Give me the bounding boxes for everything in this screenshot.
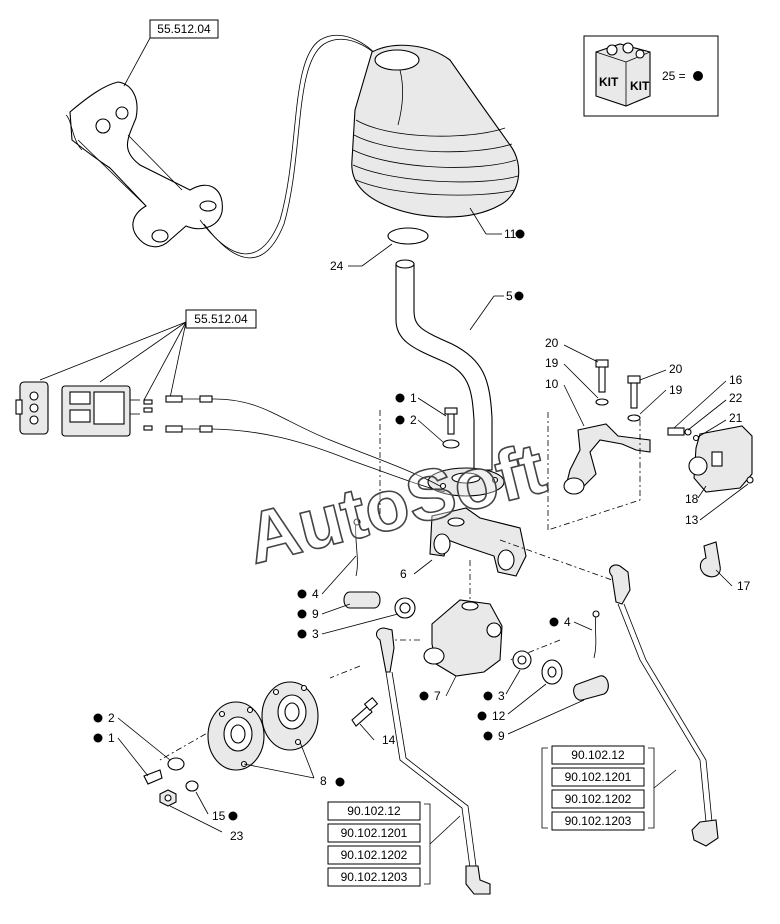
callout-13: 13	[685, 513, 699, 527]
callout-22: 22	[729, 391, 743, 405]
kit-dot-icon	[93, 713, 103, 723]
washer	[167, 757, 185, 771]
washer	[185, 780, 199, 792]
socket-connector	[61, 385, 140, 437]
control-rod-left	[375, 627, 491, 895]
pin	[573, 675, 609, 701]
ref-box[interactable]	[327, 801, 421, 821]
ref-group-bottom-right: 90.102.12 90.102.1201 90.102.1202 90.102…	[541, 745, 677, 831]
ref-bc-0[interactable]: 90.102.12	[347, 804, 401, 818]
sensor-bracket	[667, 425, 754, 493]
kit-dot-icon	[693, 71, 703, 81]
kit-label-top: KIT	[599, 75, 619, 89]
ref-bc-1[interactable]: 90.102.1201	[341, 826, 408, 840]
kit-dot-icon	[483, 691, 493, 701]
kit-legend: KIT KIT 25 =	[583, 35, 719, 117]
ref-box[interactable]	[327, 845, 421, 865]
callout-9a: 9	[312, 607, 319, 621]
kit-dot-icon	[549, 617, 559, 627]
plug-connector	[15, 381, 49, 435]
ref-group-bottom-center: 90.102.12 90.102.1201 90.102.1202 90.102…	[327, 801, 461, 887]
kit-dot-icon	[477, 711, 487, 721]
callout-24: 24	[330, 259, 344, 273]
flange-bearing	[207, 701, 265, 771]
callout-15: 15	[212, 809, 226, 823]
kit-dot-icon	[297, 609, 307, 619]
upper-yoke	[429, 507, 527, 577]
ref-box-mid-left[interactable]	[185, 309, 257, 329]
ref-top-left[interactable]: 55.512.04	[157, 22, 211, 36]
callout-20a: 20	[545, 336, 559, 350]
bolt	[143, 769, 163, 785]
lower-yoke	[423, 599, 503, 677]
callout-18: 18	[685, 492, 699, 506]
callout-7: 7	[434, 689, 441, 703]
ref-br-2[interactable]: 90.102.1202	[565, 792, 632, 806]
kit-dot-icon	[395, 393, 405, 403]
rubber-boot	[351, 44, 520, 218]
hose-clip	[699, 541, 721, 578]
kit-dot-icon	[514, 291, 524, 301]
kit-dot-icon	[419, 691, 429, 701]
callout-2b: 2	[108, 711, 115, 725]
harness-connector-top	[65, 81, 223, 248]
callout-17: 17	[737, 579, 751, 593]
callout-8: 8	[320, 774, 327, 788]
mounting-bracket	[563, 423, 651, 495]
callout-11: 11	[504, 227, 517, 241]
kit-label-right: KIT	[630, 79, 650, 93]
ref-box[interactable]	[327, 867, 421, 887]
callout-3a: 3	[312, 627, 319, 641]
ref-box[interactable]	[551, 789, 645, 809]
retaining-ring	[387, 227, 429, 245]
callout-21: 21	[729, 411, 743, 425]
kit-dot-icon	[297, 629, 307, 639]
pin	[343, 591, 381, 609]
callout-4b: 4	[564, 615, 571, 629]
callout-6: 6	[400, 567, 407, 581]
callout-9b: 9	[498, 729, 505, 743]
kit-dot-icon	[93, 733, 103, 743]
ref-box[interactable]	[327, 823, 421, 843]
callout-19a: 19	[545, 356, 559, 370]
ref-box-top-left[interactable]	[149, 19, 219, 39]
control-rod-right	[609, 564, 719, 847]
callout-14: 14	[382, 733, 396, 747]
ref-br-1[interactable]: 90.102.1201	[565, 770, 632, 784]
ref-br-3[interactable]: 90.102.1203	[565, 814, 632, 828]
callout-10: 10	[545, 377, 559, 391]
callout-2a: 2	[410, 413, 417, 427]
callout-4a: 4	[312, 587, 319, 601]
ref-box[interactable]	[551, 745, 645, 765]
control-lever	[395, 259, 505, 497]
ref-box[interactable]	[551, 767, 645, 787]
harness-cable	[199, 34, 381, 255]
kit-equation: 25 =	[662, 69, 686, 83]
callout-16: 16	[729, 373, 743, 387]
ref-mid-left[interactable]: 55.512.04	[194, 312, 248, 326]
bolt	[351, 705, 373, 727]
kit-dot-icon	[395, 415, 405, 425]
kit-dot-icon	[297, 589, 307, 599]
ref-bc-2[interactable]: 90.102.1202	[341, 848, 408, 862]
callout-20b: 20	[669, 362, 683, 376]
flange-bearing	[261, 681, 319, 751]
kit-dot-icon	[335, 777, 345, 787]
ref-box[interactable]	[551, 811, 645, 831]
kit-dot-icon	[483, 731, 493, 741]
cotter-pin	[593, 613, 597, 659]
callout-3b: 3	[498, 689, 505, 703]
callout-19b: 19	[669, 383, 683, 397]
kit-dot-icon	[515, 229, 525, 239]
callout-5: 5	[506, 289, 513, 303]
callout-1b: 1	[108, 731, 115, 745]
callout-12: 12	[492, 709, 506, 723]
callout-23: 23	[230, 829, 244, 843]
callout-1a: 1	[410, 391, 417, 405]
kit-dot-icon	[228, 811, 238, 821]
ref-br-0[interactable]: 90.102.12	[571, 748, 625, 762]
ref-bc-3[interactable]: 90.102.1203	[341, 870, 408, 884]
